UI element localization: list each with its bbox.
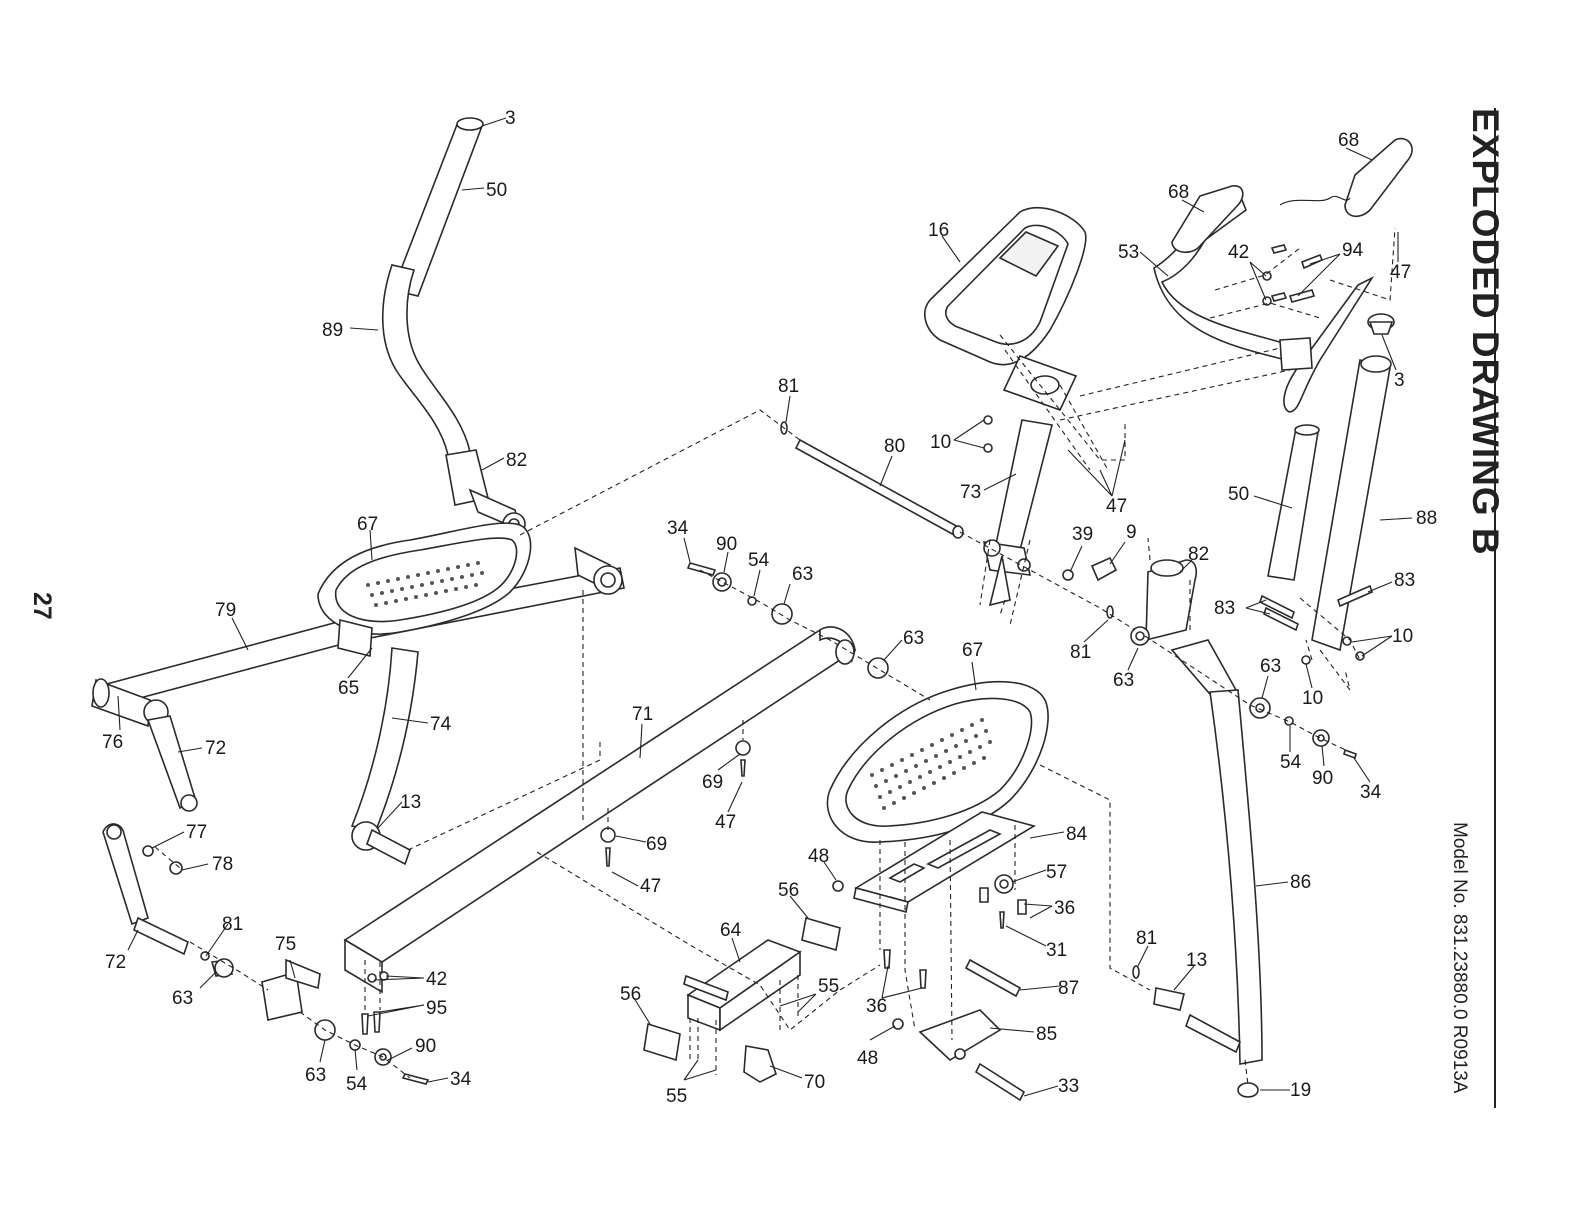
- right-lower-arm: [1146, 560, 1262, 1097]
- callout-label: 67: [962, 640, 983, 661]
- callout-label: 68: [1338, 130, 1359, 151]
- callout-label: 48: [857, 1048, 878, 1069]
- callout-label: 81: [1136, 928, 1157, 949]
- callout-label: 68: [1168, 182, 1189, 203]
- callout-label: 34: [1360, 782, 1382, 803]
- callout-label: 83: [1394, 570, 1415, 591]
- callout-label: 13: [1186, 950, 1207, 971]
- callout-label: 72: [205, 738, 226, 759]
- callout-label: 42: [426, 969, 447, 990]
- callout-label: 54: [748, 550, 770, 571]
- callout-label: 9: [1126, 522, 1137, 543]
- callout-label: 48: [808, 846, 829, 867]
- callout-label: 53: [1118, 242, 1139, 263]
- callout-label: 63: [172, 988, 193, 1009]
- callout-label: 84: [1066, 824, 1088, 845]
- callout-label: 71: [632, 704, 653, 725]
- callout-label: 10: [1302, 688, 1323, 709]
- callout-label: 50: [486, 180, 507, 201]
- callout-label: 73: [960, 482, 981, 503]
- callout-label: 16: [928, 220, 949, 241]
- callout-label: 54: [346, 1074, 368, 1095]
- callout-label: 34: [667, 518, 689, 539]
- callout-label: 3: [505, 108, 516, 129]
- callout-label: 36: [866, 996, 887, 1017]
- callout-label: 82: [506, 450, 527, 471]
- callout-label: 54: [1280, 752, 1302, 773]
- callout-label: 81: [778, 376, 799, 397]
- drawing-title-text: EXPLODED DRAWING B: [1464, 108, 1506, 556]
- callout-label: 85: [1036, 1024, 1057, 1045]
- callout-label: 69: [646, 834, 667, 855]
- callout-label: 10: [1392, 626, 1413, 647]
- callout-label: 74: [430, 714, 452, 735]
- callout-label: 87: [1058, 978, 1079, 999]
- callout-label: 79: [215, 600, 236, 621]
- callout-label: 57: [1046, 862, 1067, 883]
- callout-label: 78: [212, 854, 233, 875]
- callout-label: 72: [105, 952, 126, 973]
- callout-label: 94: [1342, 240, 1364, 261]
- callout-label: 75: [275, 934, 296, 955]
- callout-label: 63: [903, 628, 924, 649]
- callout-label: 47: [640, 876, 661, 897]
- callout-label: 86: [1290, 872, 1311, 893]
- callout-label: 50: [1228, 484, 1249, 505]
- callout-label: 81: [1070, 642, 1091, 663]
- callout-label: 56: [778, 880, 799, 901]
- callout-label: 33: [1058, 1076, 1079, 1097]
- right-pedal-assembly: [827, 682, 1048, 1100]
- callout-label: 47: [1106, 496, 1127, 517]
- callout-label: 65: [338, 678, 359, 699]
- callout-label: 3: [1394, 370, 1405, 391]
- callout-label: 83: [1214, 598, 1235, 619]
- callout-label: 82: [1188, 544, 1209, 565]
- page-number: 27: [22, 592, 62, 632]
- console-assembly: [925, 208, 1086, 605]
- callout-label: 77: [186, 822, 207, 843]
- callout-label: 69: [702, 772, 723, 793]
- callout-label: 88: [1416, 508, 1437, 529]
- callout-label: 89: [322, 320, 343, 341]
- callout-label: 55: [666, 1086, 687, 1107]
- callout-label: 56: [620, 984, 641, 1005]
- callout-label: 90: [415, 1036, 436, 1057]
- title-rule: [1494, 108, 1496, 1108]
- callout-label: 90: [1312, 768, 1333, 789]
- callout-label: 19: [1290, 1080, 1311, 1101]
- callout-label: 47: [1390, 262, 1411, 283]
- callout-label: 31: [1046, 940, 1067, 961]
- callout-label: 67: [357, 514, 378, 535]
- callout-label: 80: [884, 436, 905, 457]
- callout-label: 55: [818, 976, 839, 997]
- callout-label: 42: [1228, 242, 1249, 263]
- callout-label: 34: [450, 1069, 472, 1090]
- drawing-title: EXPLODED DRAWING B: [1448, 108, 1508, 528]
- callout-label: 39: [1072, 524, 1093, 545]
- callout-label: 63: [1260, 656, 1281, 677]
- callout-label: 10: [930, 432, 951, 453]
- callout-label: 36: [1054, 898, 1075, 919]
- callout-label: 13: [400, 792, 421, 813]
- callout-label: 81: [222, 914, 243, 935]
- main-frame-rail: [345, 627, 855, 992]
- callout-label: 95: [426, 998, 447, 1019]
- callout-label: 63: [1113, 670, 1134, 691]
- callout-label: 63: [792, 564, 813, 585]
- model-number-text: Model No. 831.23880.0 R0913A: [1448, 822, 1470, 1093]
- callout-label: 63: [305, 1065, 326, 1086]
- model-number: Model No. 831.23880.0 R0913A: [1440, 822, 1480, 1112]
- callout-label: 70: [804, 1072, 825, 1093]
- callout-label: 64: [720, 920, 742, 941]
- page-number-text: 27: [27, 592, 56, 620]
- callout-label: 90: [716, 534, 737, 555]
- callout-label: 47: [715, 812, 736, 833]
- callout-label: 76: [102, 732, 123, 753]
